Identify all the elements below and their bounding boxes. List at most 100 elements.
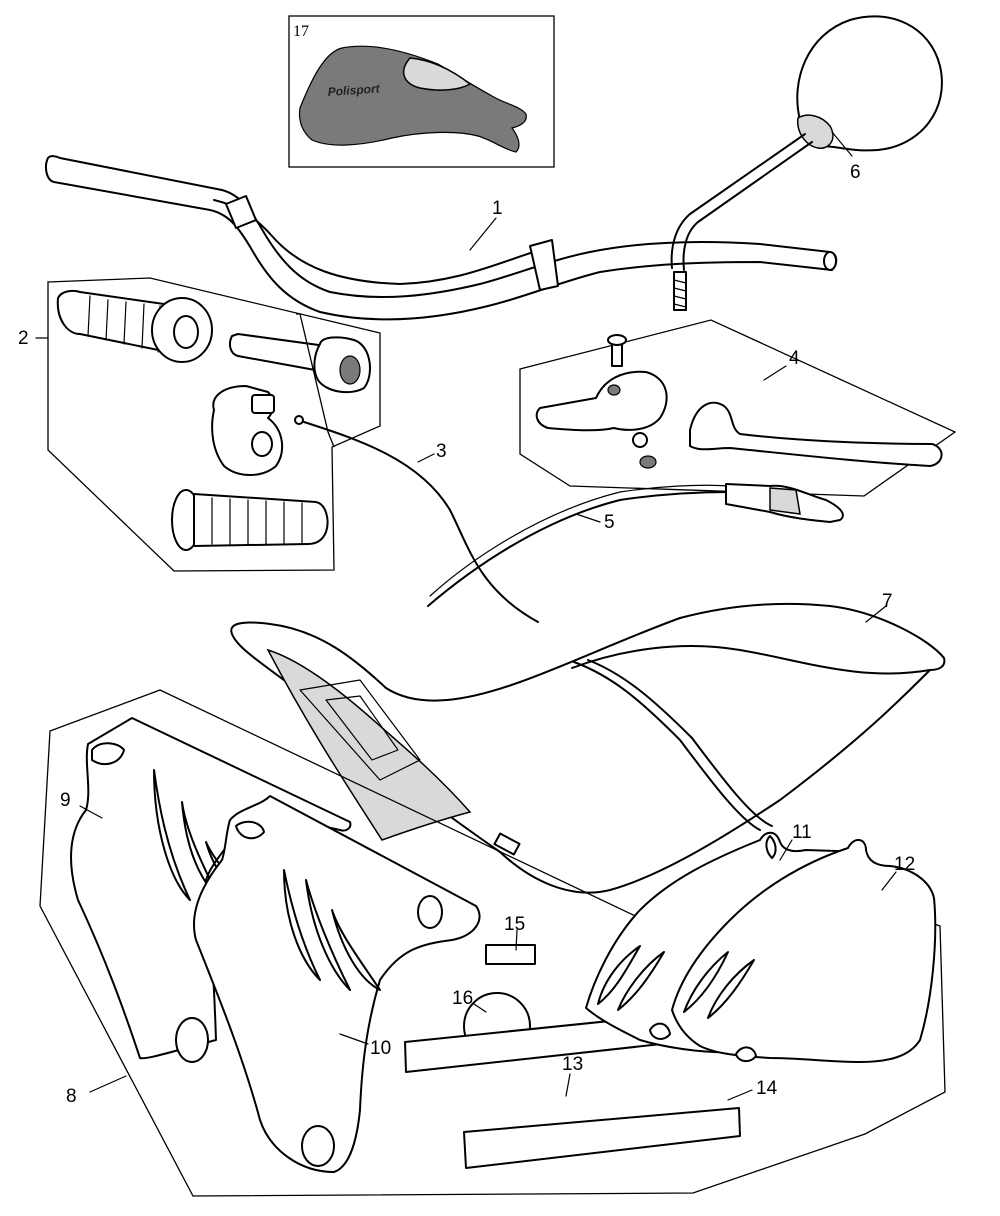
long-sticker-2 <box>463 1107 741 1169</box>
leader-lines <box>35 131 897 1101</box>
leader-9 <box>79 805 103 819</box>
side-panel-right-cutout <box>735 1046 757 1062</box>
seat-mount-tab <box>493 832 521 856</box>
seat-seam-band <box>573 661 761 831</box>
lever-assembly-frame <box>519 319 957 497</box>
handlebar-clamp-left <box>225 195 257 229</box>
throttle-cable-frame <box>296 313 335 448</box>
callout-3: 3 <box>436 441 447 462</box>
leader-5 <box>575 513 601 523</box>
lever-nut <box>639 455 657 469</box>
leader-3 <box>417 453 435 463</box>
leader-8 <box>89 1075 127 1093</box>
leader-15 <box>515 929 518 951</box>
seat-base-detail-2 <box>325 695 399 761</box>
side-panel-right-stripe-1 <box>683 951 729 1013</box>
handlebar-clamp-right <box>529 239 559 291</box>
leader-12 <box>881 871 897 891</box>
leader-10 <box>339 1033 369 1045</box>
callout-16: 16 <box>452 988 473 1009</box>
grip-left-flange-inner <box>173 315 199 349</box>
callout-numbers: 1 2 3 4 5 6 7 8 9 10 11 12 13 14 15 16 <box>18 162 915 1107</box>
callout-12: 12 <box>894 854 915 875</box>
decal-kit-frame <box>39 689 946 1197</box>
right-shroud-cutout-1 <box>235 820 265 840</box>
lever-pivot-bolt-head <box>607 334 627 346</box>
seat-seam-band-2 <box>587 659 773 827</box>
left-shroud-stripe-1 <box>153 769 191 901</box>
seat-seam-top <box>571 645 931 675</box>
callout-10: 10 <box>370 1038 391 1059</box>
handguard-shape <box>298 45 527 153</box>
side-panel-left-stripe-1 <box>597 945 641 1005</box>
leader-14 <box>727 1089 753 1101</box>
handguard-highlight <box>402 57 472 91</box>
mirror-stem-inner <box>682 141 813 271</box>
mirror-stem-outer <box>670 133 806 269</box>
lever-blade <box>689 401 943 467</box>
callout-2: 2 <box>18 328 29 349</box>
mirror-mount <box>797 114 834 149</box>
callout-9: 9 <box>60 790 71 811</box>
right-shroud-stripe-3 <box>331 909 381 991</box>
leader-6 <box>831 131 853 157</box>
lever-perch-hole <box>607 384 621 396</box>
left-shroud-cutout-1 <box>91 742 125 766</box>
side-panel-decal-right <box>671 839 937 1063</box>
callout-8: 8 <box>66 1086 77 1107</box>
callout-13: 13 <box>562 1054 583 1075</box>
inset-number-17: 17 <box>293 23 309 40</box>
handlebar-end <box>823 251 837 271</box>
callout-11: 11 <box>792 822 812 843</box>
clutch-cable-adjuster <box>769 487 801 515</box>
inset-handguard: 17 Polisport <box>288 15 555 168</box>
callout-1: 1 <box>492 198 503 219</box>
side-panel-left-stripe-2 <box>617 951 665 1011</box>
callout-4: 4 <box>789 348 800 369</box>
seat <box>230 602 946 894</box>
small-sticker <box>485 944 536 965</box>
callout-14: 14 <box>756 1078 778 1099</box>
throttle-cable-line <box>303 421 539 623</box>
leader-7 <box>865 605 887 623</box>
right-shroud-hole-bottom <box>301 1125 335 1167</box>
throttle-housing-port <box>251 431 273 457</box>
right-shroud-decal <box>193 795 481 1173</box>
clutch-cable-line <box>427 491 731 607</box>
throttle-housing-screw <box>251 394 275 414</box>
handguard-logo: Polisport <box>327 81 381 99</box>
seat-base-underside <box>266 648 472 841</box>
lever-washer <box>632 432 648 448</box>
grip-set <box>47 277 381 572</box>
handlebar <box>45 155 838 321</box>
side-panel-right-stripe-2 <box>707 959 755 1019</box>
mirror <box>670 15 943 311</box>
handlebar-tube <box>45 155 838 321</box>
leader-13 <box>565 1073 571 1097</box>
callout-15: 15 <box>504 914 525 935</box>
right-shroud-stripe-2 <box>305 879 351 991</box>
decal-kit <box>39 689 946 1197</box>
clutch-cable-line-inner <box>429 484 731 597</box>
callout-7: 7 <box>882 591 893 612</box>
leader-1 <box>469 217 497 251</box>
callout-6: 6 <box>850 162 861 183</box>
mirror-bolt-thread <box>673 279 687 308</box>
lever-perch <box>535 370 668 432</box>
inset-frame <box>288 15 555 168</box>
side-panel-left-cutout <box>649 1022 671 1040</box>
throttle-cable <box>294 313 539 623</box>
right-shroud-stripe-1 <box>283 869 321 981</box>
leader-11 <box>779 839 793 861</box>
grip-left-ribs <box>87 295 161 353</box>
seat-base-detail <box>299 679 421 781</box>
right-shroud-hole-top <box>417 895 443 929</box>
throttle-cable-end <box>294 415 304 425</box>
leader-4 <box>763 365 787 381</box>
grip-right <box>193 493 329 547</box>
clutch-cable <box>427 483 844 607</box>
left-shroud-hole <box>175 1017 209 1063</box>
leader-16 <box>473 1003 487 1013</box>
grip-right-ribs <box>211 497 303 546</box>
